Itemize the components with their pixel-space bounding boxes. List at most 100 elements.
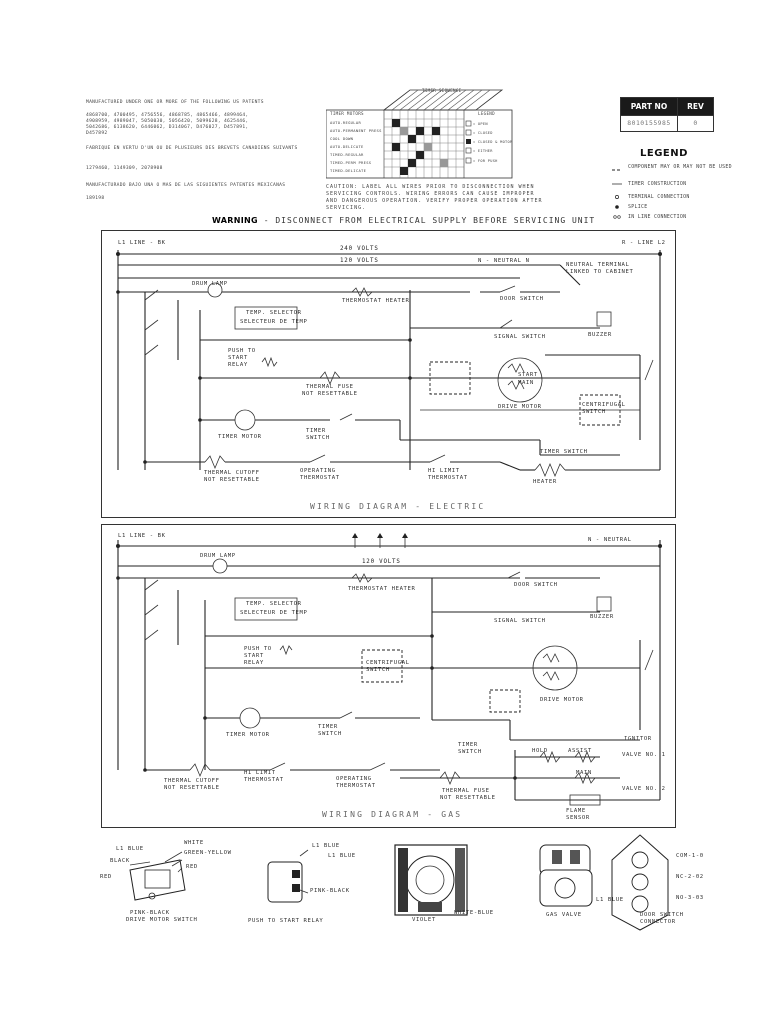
gas-push-start-relay-label: PUSH TO START RELAY [244, 646, 272, 666]
warning-text: - DISCONNECT FROM ELECTRICAL SUPPLY BEFO… [263, 216, 596, 225]
dms-pink-black-label: PINK-BLACK [130, 910, 170, 916]
timer-chart-row: TIMED-REGULAR [330, 152, 364, 157]
door-switch-com-label: COM-1-0 [676, 853, 704, 859]
gas-timer-motor-label: TIMER MOTOR [226, 732, 270, 738]
patent-us-numbers: D457892 [86, 131, 108, 136]
timer-violet-label: VIOLET [412, 917, 436, 923]
patent-us-heading: MANUFACTURED UNDER ONE OR MORE OF THE FO… [86, 100, 264, 105]
relay-pink-black-label: PINK-BLACK [310, 888, 350, 894]
gas-thermal-cutoff-nr-label: NOT RESETTABLE [164, 785, 220, 791]
gas-voltage-label: 120 VOLTS [362, 559, 401, 565]
voltage-240-label: 240 VOLTS [340, 246, 379, 252]
timer-chart-legend-item: = CLOSED & MOTOR [473, 140, 513, 144]
patent-mx-numbers: 189198 [86, 196, 105, 201]
dms-white-label: WHITE [184, 840, 204, 846]
centrifugal-switch-label: CENTRIFUGAL SWITCH [582, 402, 626, 415]
timer-white-blue-label: WHITE-BLUE [454, 910, 494, 916]
legend-item: COMPONENT MAY OR MAY NOT BE USED [628, 164, 732, 170]
thermal-cutoff-label: THERMAL CUTOFF [204, 470, 260, 476]
gas-diagram-title: WIRING DIAGRAM - GAS [322, 810, 463, 819]
gas-thermal-fuse-label: THERMAL FUSE [442, 788, 490, 794]
dms-green-yellow-label: GREEN-YELLOW [184, 850, 232, 856]
gas-wiring-diagram [101, 524, 676, 828]
timer-chart-legend-item: = OPEN [473, 122, 488, 126]
gas-thermal-cutoff-label: THERMAL CUTOFF [164, 778, 220, 784]
part-no-value: 8010155985 [627, 119, 671, 127]
door-switch-label: DOOR SWITCH [500, 296, 544, 302]
valve-1-label: VALVE NO. 1 [622, 752, 666, 758]
patent-ca-heading: FABRIQUE EN VERTU D'UN OU DE PLUSIEURS D… [86, 146, 298, 151]
gas-buzzer-label: BUZZER [590, 614, 614, 620]
gas-thermal-fuse-nr-label: NOT RESETTABLE [440, 795, 496, 801]
motor-start-label: START [518, 372, 538, 378]
patent-us-numbers: 4908959, 4989047, 5050030, 5056420, 5099… [86, 119, 249, 124]
timer-chart-col-header: TIMER MOTORS [330, 111, 364, 116]
thermal-cutoff-nr-label: NOT RESETTABLE [204, 477, 260, 483]
voltage-120-label: 120 VOLTS [340, 258, 379, 264]
timer-switch-label: TIMER SWITCH [306, 428, 330, 441]
gas-neutral-label: N - NEUTRAL [588, 537, 632, 543]
part-box-divider [621, 115, 713, 116]
drive-motor-switch-sketch [129, 851, 186, 901]
neutral-linked-label: LINKED TO CABINET [566, 269, 634, 275]
temp-selector-fr-label: SELECTEUR DE TEMP [240, 319, 308, 325]
part-no-label: PART NO [621, 98, 677, 115]
timer-chart-legend-title: LEGEND [478, 111, 495, 116]
temp-selector-label: TEMP. SELECTOR [246, 310, 302, 316]
neutral-terminal-label: NEUTRAL TERMINAL [566, 262, 630, 268]
timer-chart-row: AUTO-DELICATE [330, 144, 364, 149]
gas-temp-selector-label: TEMP. SELECTOR [246, 601, 302, 607]
timer-chart-legend-item: = CLOSED [473, 131, 493, 135]
gas-temp-selector-fr-label: SELECTEUR DE TEMP [240, 610, 308, 616]
door-switch-no-label: NO-3-03 [676, 895, 704, 901]
patent-us-numbers: 4868700, 4700495, 4756556, 4868785, 4865… [86, 113, 249, 118]
caution-line: CAUTION: LABEL ALL WIRES PRIOR TO DISCON… [326, 184, 535, 190]
timer-sequence-chart: TIMER SEQUENCE TIMER MOTORS AUTO-REGULAR… [326, 88, 516, 180]
part-box-divider [677, 98, 678, 131]
timer-chart-graphic [326, 89, 513, 179]
ignitor-label: IGNITOR [624, 736, 652, 742]
gas-l1-label: L1 LINE - BK [118, 533, 166, 539]
buzzer-label: BUZZER [588, 332, 612, 338]
push-start-relay-sketch [267, 849, 309, 903]
patent-us-numbers: 5042686, 6138620, 6446062, D314067, D476… [86, 125, 249, 130]
timer-sketch [394, 844, 468, 916]
drum-lamp-label: DRUM LAMP [192, 281, 228, 287]
electric-l2-label: R - LINE L2 [622, 240, 666, 246]
flame-sensor-label: FLAME SENSOR [566, 808, 590, 821]
push-start-relay-label: PUSH TO START RELAY [228, 348, 256, 368]
signal-switch-label: SIGNAL SWITCH [494, 334, 546, 340]
relay-l1-blue-label: L1 BLUE [328, 853, 356, 859]
heater-label: HEATER [533, 479, 557, 485]
thermal-fuse-nr-label: NOT RESETTABLE [302, 391, 358, 397]
rev-label: REV [678, 98, 713, 115]
electric-wiring-diagram [101, 230, 676, 518]
part-number-table: PART NO REV 8010155985 0 [620, 97, 714, 132]
relay-l1-label: L1 BLUE [312, 843, 340, 849]
electric-l1-label: L1 LINE - BK [118, 240, 166, 246]
timer-chart-title: TIMER SEQUENCE [422, 88, 462, 93]
hold-coil-label: HOLD [532, 748, 548, 754]
drive-motor-switch-caption: DRIVE MOTOR SWITCH [126, 917, 198, 923]
warning-banner: WARNING - DISCONNECT FROM ELECTRICAL SUP… [212, 216, 595, 225]
door-switch-nc-label: NC-2-02 [676, 874, 704, 880]
patent-ca-numbers: 1279460, 1149309, 2078908 [86, 166, 163, 171]
gas-timer-switch-2-label: TIMER SWITCH [458, 742, 482, 755]
dms-red-left-label: RED [100, 874, 112, 880]
timer-chart-legend-item: = FOR PUSH [473, 159, 498, 163]
gas-drive-motor-label: DRIVE MOTOR [540, 697, 584, 703]
caution-line: SERVICING CONTROLS. WIRING ERRORS CAN CA… [326, 191, 535, 197]
patent-mx-heading: MANUFACTURADO BAJO UNA O MAS DE LAS SIGU… [86, 183, 286, 188]
gas-valve-sketch [539, 844, 593, 907]
main-coil-label: MAIN [576, 770, 592, 776]
gas-signal-switch-label: SIGNAL SWITCH [494, 618, 546, 624]
thermostat-heater-label: THERMOSTAT HEATER [342, 298, 410, 304]
caution-line: AND DANGEROUS OPERATION. VERIFY PROPER O… [326, 198, 543, 204]
timer-chart-row: AUTO-PERMANENT PRESS [330, 128, 382, 133]
operating-thermostat-label: OPERATING THERMOSTAT [300, 468, 340, 481]
timer-chart-row: AUTO-REGULAR [330, 120, 362, 125]
thermal-fuse-label: THERMAL FUSE [306, 384, 354, 390]
gas-operating-thermostat-label: OPERATING THERMOSTAT [336, 776, 376, 789]
